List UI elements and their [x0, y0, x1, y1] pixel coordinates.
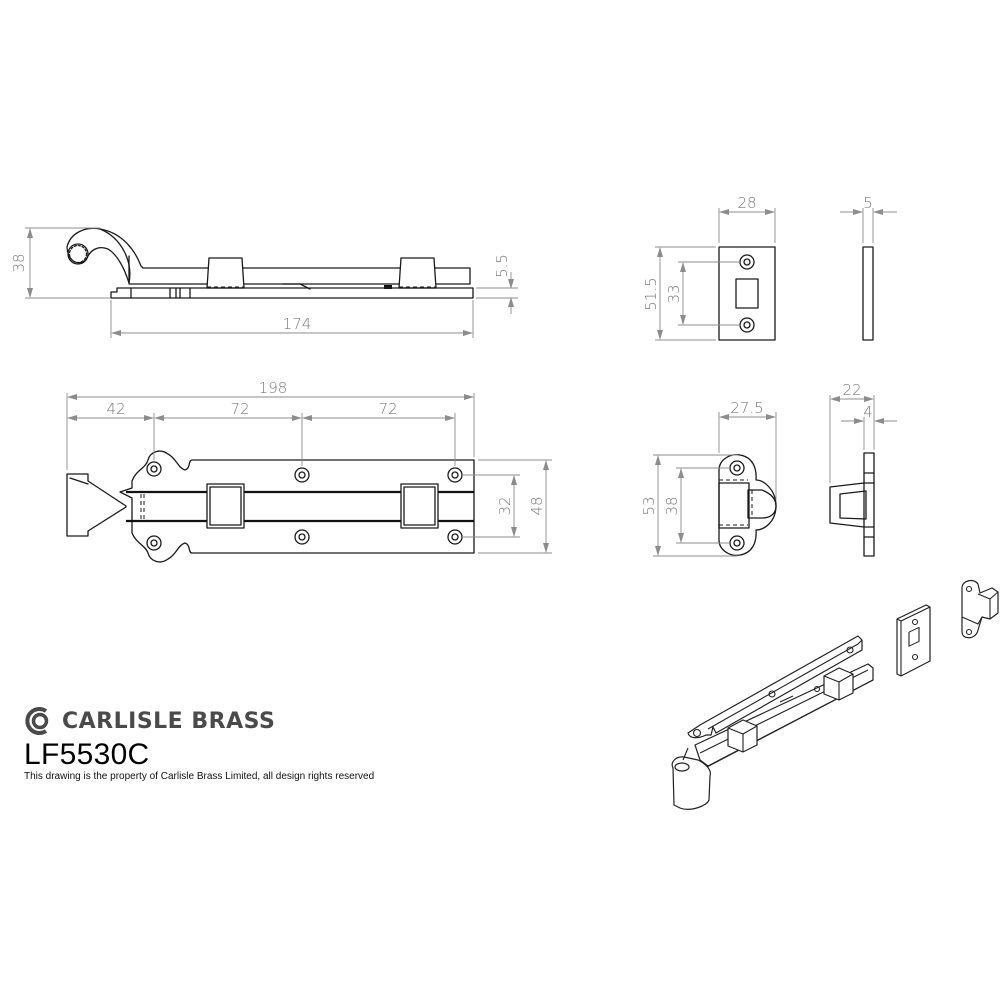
dim-keep-width: 28	[737, 194, 756, 212]
dim-hole-spacing-2: 72	[378, 400, 397, 418]
isometric-view	[671, 579, 999, 810]
dim-staple-width: 27.5	[730, 399, 763, 417]
dim-staple-height: 53	[640, 496, 658, 515]
screw-holes	[146, 461, 463, 551]
side-view: 38 174 5.5	[10, 227, 518, 338]
carlisle-brass-logo-icon	[25, 707, 49, 735]
dim-plate-height: 48	[528, 496, 546, 515]
dim-overall-length: 198	[259, 379, 288, 397]
product-code: LF5530C	[24, 738, 150, 771]
dim-hole-spacing-1: 72	[230, 400, 249, 418]
dim-keep-hole-spacing: 33	[665, 284, 683, 303]
keep-staple-view: 27.5 22 4 53 38	[640, 381, 897, 557]
dim-hole-vertical-spacing: 32	[496, 496, 514, 515]
copyright-disclaimer: This drawing is the property of Carlisle…	[24, 771, 375, 782]
dim-keep-height: 51.5	[642, 277, 660, 310]
dim-keep-thickness: 5	[863, 194, 873, 212]
brand-block: CARLISLE BRASS	[24, 706, 275, 736]
dim-staple-flange: 4	[863, 403, 873, 421]
dim-plate-thickness: 5.5	[493, 254, 511, 278]
dim-staple-depth: 22	[842, 381, 861, 399]
dim-staple-hole-spacing: 38	[663, 496, 681, 515]
dim-first-hole-offset: 42	[106, 400, 125, 418]
keep-plate-view: 28 5 51.5 33	[642, 194, 897, 341]
front-view: 198 42 72 72 32 48	[66, 379, 552, 563]
dim-side-height: 38	[10, 253, 28, 272]
brand-name: CARLISLE BRASS	[62, 708, 276, 734]
dim-bolt-length: 174	[283, 315, 312, 333]
